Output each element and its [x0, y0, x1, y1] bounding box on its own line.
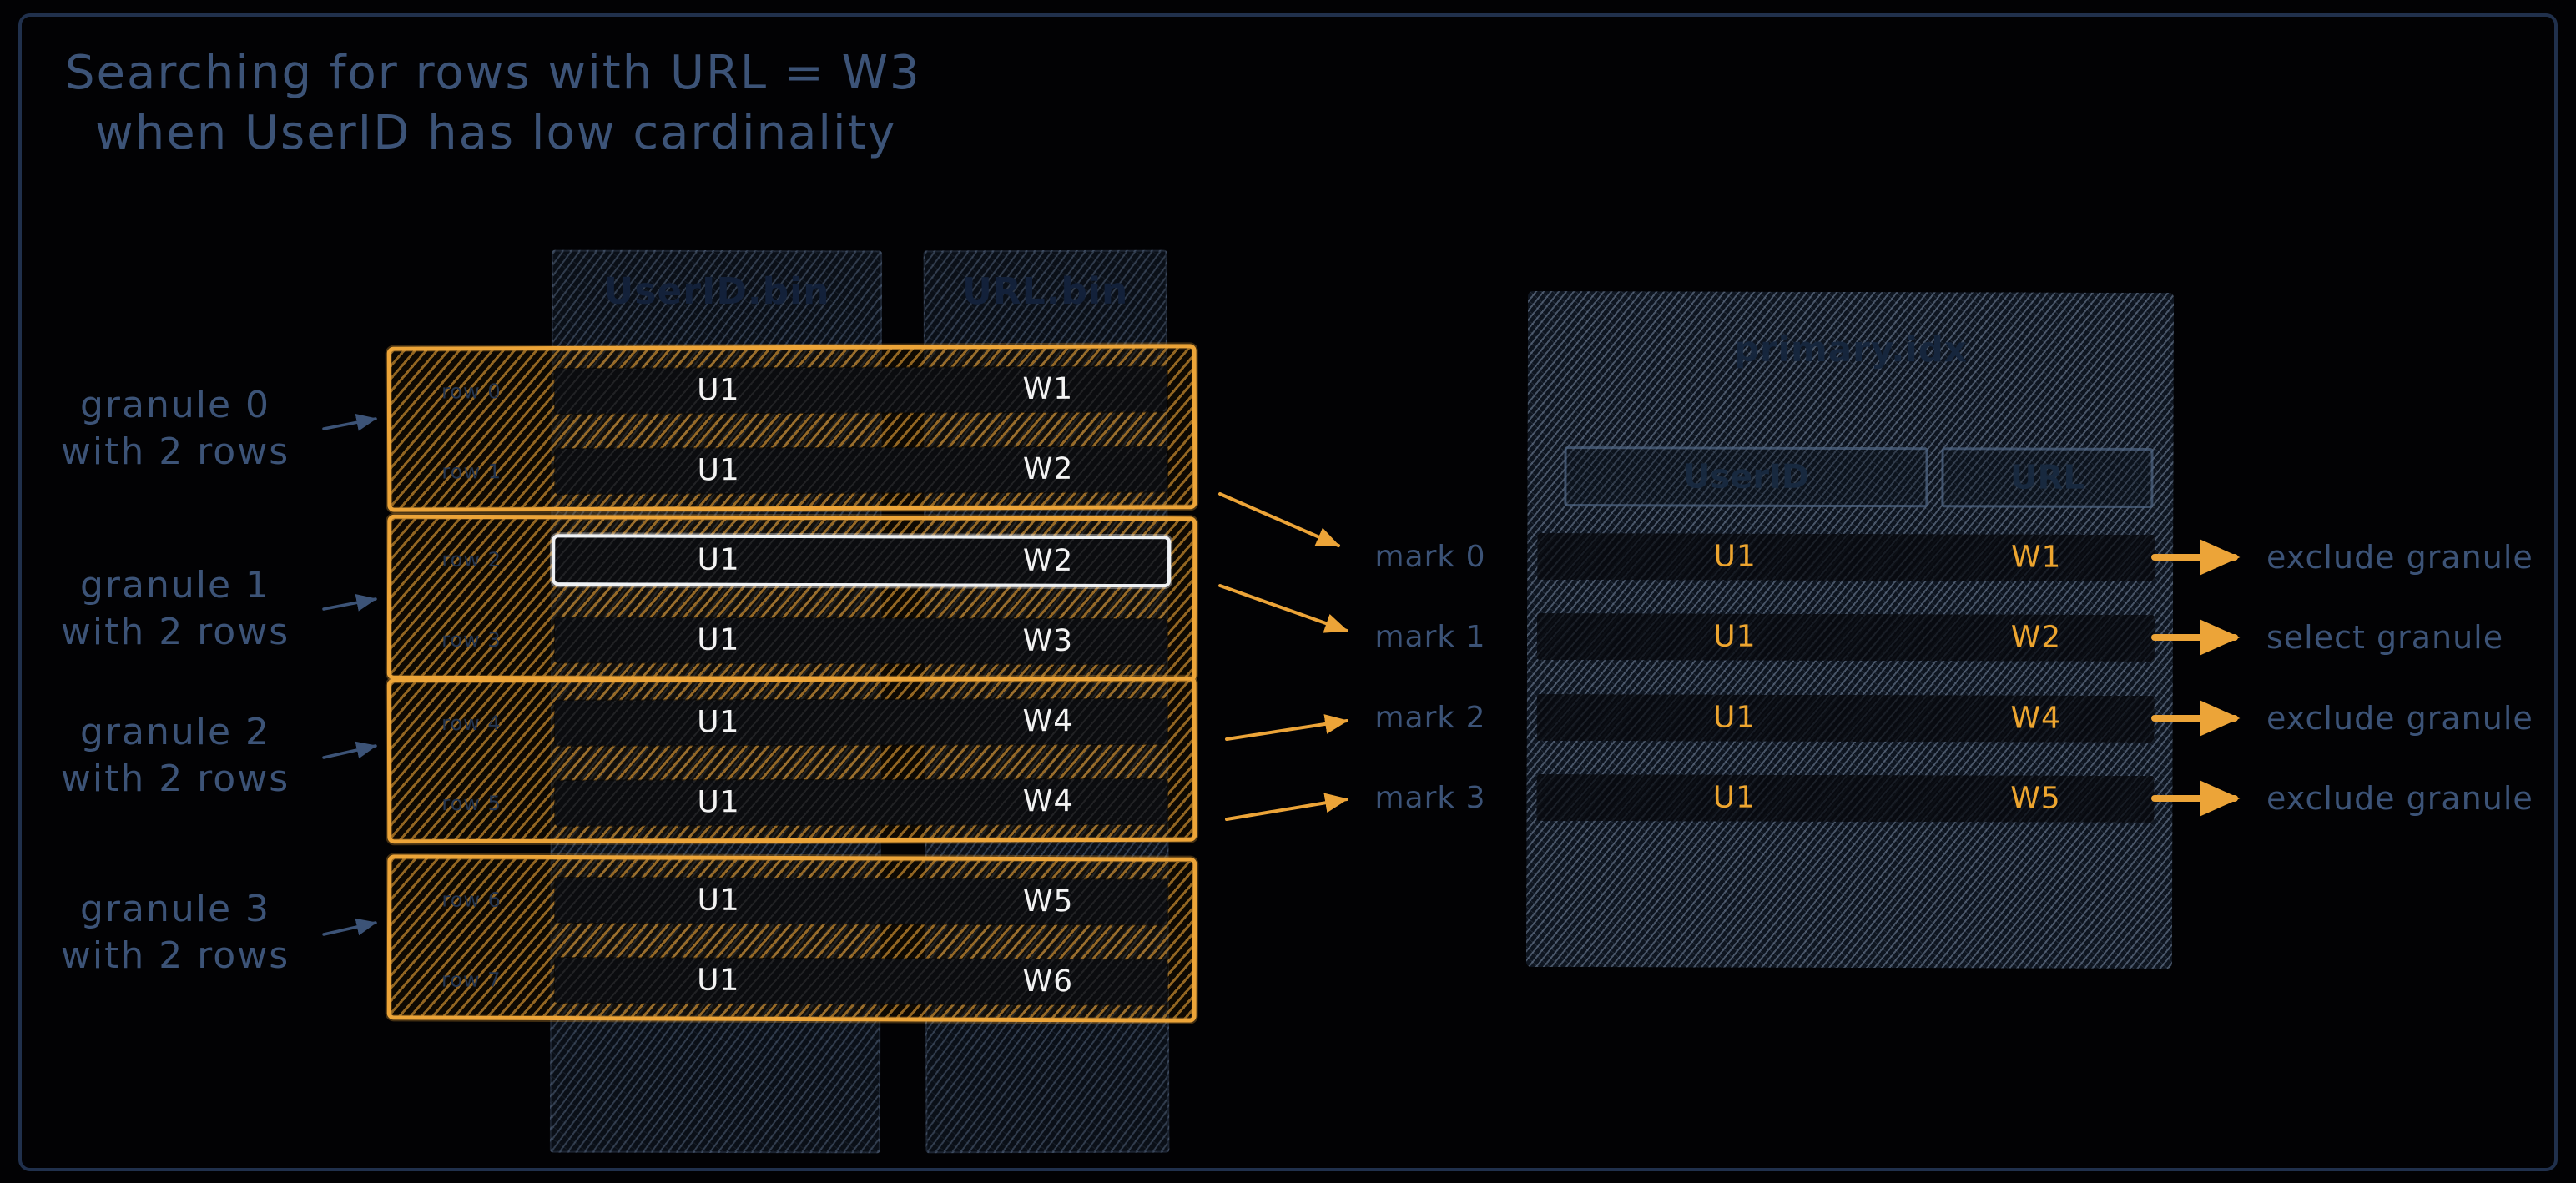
- data-row: U1 W5: [555, 878, 1168, 925]
- granule-3-block: row 6 U1 W5 row 7 U1 W6: [386, 854, 1197, 1023]
- granule-label-line-1: granule 0: [79, 384, 271, 426]
- url-cell: W2: [1022, 451, 1074, 487]
- outer-frame: [18, 13, 2558, 1171]
- index-row: U1 W4: [1536, 694, 2155, 743]
- userid-cell: U1: [697, 453, 740, 488]
- row-index-label: row 2: [441, 547, 502, 572]
- userid-cell: U1: [1713, 539, 1757, 574]
- row-index-label: row 4: [441, 711, 502, 736]
- userid-cell: U1: [1713, 619, 1757, 654]
- granule-0-block: row 0 U1 W1 row 1 U1 W2: [386, 344, 1197, 512]
- granule-label-line-2: with 2 rows: [60, 934, 290, 977]
- title-line-1: Searching for rows with URL = W3: [65, 46, 921, 100]
- url-cell: W6: [1022, 964, 1074, 999]
- userid-cell: U1: [697, 373, 740, 408]
- url-cell: W3: [1022, 623, 1074, 658]
- row-index-label: row 6: [441, 888, 502, 912]
- granule-1-block: row 2 U1 W2 row 3 U1 W3: [386, 514, 1197, 682]
- url-cell: W5: [2010, 781, 2061, 816]
- mark-2-label: mark 2: [1374, 701, 1486, 735]
- action-label-mark-2: exclude granule: [2266, 700, 2533, 737]
- url-bin-header: URL.bin: [962, 269, 1129, 314]
- url-cell: W4: [1022, 704, 1074, 739]
- userid-cell: U1: [697, 883, 740, 918]
- granule-label-line-2: with 2 rows: [60, 611, 290, 653]
- index-row: U1 W2: [1536, 613, 2155, 662]
- data-row: U1 W6: [554, 958, 1167, 1005]
- diagram-title: Searching for rows with URL = W3 when Us…: [65, 43, 921, 164]
- data-row: U1 W4: [555, 778, 1168, 826]
- userid-cell: U1: [697, 705, 740, 740]
- action-label-mark-1: select granule: [2266, 619, 2504, 656]
- row-index-label: row 3: [441, 627, 502, 652]
- row-index-label: row 7: [441, 968, 502, 992]
- data-row: U1 W2: [555, 446, 1168, 494]
- data-row: U1 W4: [554, 698, 1167, 746]
- mark-0-label: mark 0: [1374, 540, 1486, 574]
- userid-cell: U1: [697, 622, 740, 657]
- userid-bin-header: UserID.bin: [603, 269, 830, 314]
- data-row: U1 W1: [554, 366, 1167, 414]
- index-url-column-header: URL: [1941, 447, 2154, 508]
- primary-index-table: primary.idx UserID URL U1 W1 U1 W2 U1 W4…: [1525, 290, 2175, 969]
- userid-cell: U1: [697, 542, 740, 577]
- granule-3-label: granule 3 with 2 rows: [33, 886, 317, 979]
- granule-label-line-2: with 2 rows: [60, 758, 290, 800]
- granule-1-label: granule 1 with 2 rows: [33, 562, 317, 656]
- url-cell: W1: [2010, 540, 2062, 575]
- url-cell: W2: [2010, 620, 2062, 655]
- userid-cell: U1: [1713, 700, 1757, 735]
- url-cell: W4: [1022, 784, 1074, 819]
- action-label-mark-0: exclude granule: [2266, 539, 2533, 576]
- index-userid-column-header: UserID: [1564, 446, 1928, 508]
- granule-label-line-1: granule 3: [79, 888, 271, 930]
- userid-cell: U1: [697, 785, 740, 820]
- primary-index-title: primary.idx: [1733, 328, 1968, 370]
- mark-3-label: mark 3: [1374, 781, 1486, 815]
- data-row: U1 W3: [554, 617, 1167, 665]
- granule-label-line-1: granule 2: [79, 711, 271, 753]
- granule-0-label: granule 0 with 2 rows: [33, 382, 317, 476]
- url-cell: W1: [1022, 371, 1074, 407]
- row-index-label: row 5: [441, 791, 502, 816]
- index-row: U1 W1: [1537, 533, 2155, 581]
- row-index-label: row 1: [441, 460, 502, 484]
- granule-2-label: granule 2 with 2 rows: [33, 709, 317, 803]
- mark-1-label: mark 1: [1374, 620, 1486, 654]
- url-cell: W5: [1022, 883, 1074, 919]
- action-label-mark-3: exclude granule: [2266, 780, 2533, 817]
- granule-2-block: row 4 U1 W4 row 5 U1 W4: [386, 676, 1197, 844]
- userid-cell: U1: [1712, 780, 1757, 815]
- url-cell: W2: [1022, 543, 1074, 578]
- highlighted-data-row: U1 W2: [555, 537, 1168, 585]
- row-index-label: row 0: [441, 380, 502, 404]
- url-cell: W4: [2010, 701, 2062, 736]
- index-row: U1 W5: [1536, 774, 2155, 823]
- userid-cell: U1: [697, 963, 740, 998]
- granule-label-line-2: with 2 rows: [60, 430, 290, 473]
- title-line-2: when UserID has low cardinality: [95, 106, 897, 160]
- granule-label-line-1: granule 1: [79, 564, 271, 607]
